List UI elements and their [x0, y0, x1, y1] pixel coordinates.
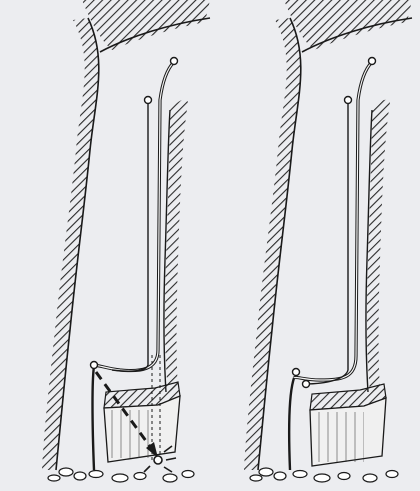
right-wall-shadow — [244, 18, 301, 470]
piton-anchor-icon — [145, 97, 152, 104]
right-rope-strand — [304, 100, 348, 384]
left-panel — [42, 0, 210, 482]
rock-block-icon — [104, 382, 180, 462]
piton-anchor-icon — [91, 362, 98, 369]
left-rope-strand — [112, 100, 148, 371]
left-top-ledge — [82, 0, 210, 50]
left-rope — [94, 62, 174, 371]
piton-anchor-icon — [303, 381, 310, 388]
right-top-ledge — [284, 0, 412, 50]
right-rope — [294, 62, 372, 380]
piton-anchor-icon — [171, 58, 178, 65]
rubble-icon — [250, 468, 398, 482]
left-rope-inner — [94, 62, 174, 371]
piton-anchor-icon — [345, 97, 352, 104]
piton-anchor-icon — [369, 58, 376, 65]
left-wall-shadow — [42, 18, 99, 470]
right-rope-inner — [294, 62, 372, 380]
rubble-icon — [48, 468, 194, 482]
left-rope-hang — [93, 366, 95, 470]
rock-block-icon — [310, 384, 386, 466]
piton-anchor-icon — [293, 369, 300, 376]
right-panel — [244, 0, 412, 482]
right-rope-hang — [289, 378, 294, 470]
